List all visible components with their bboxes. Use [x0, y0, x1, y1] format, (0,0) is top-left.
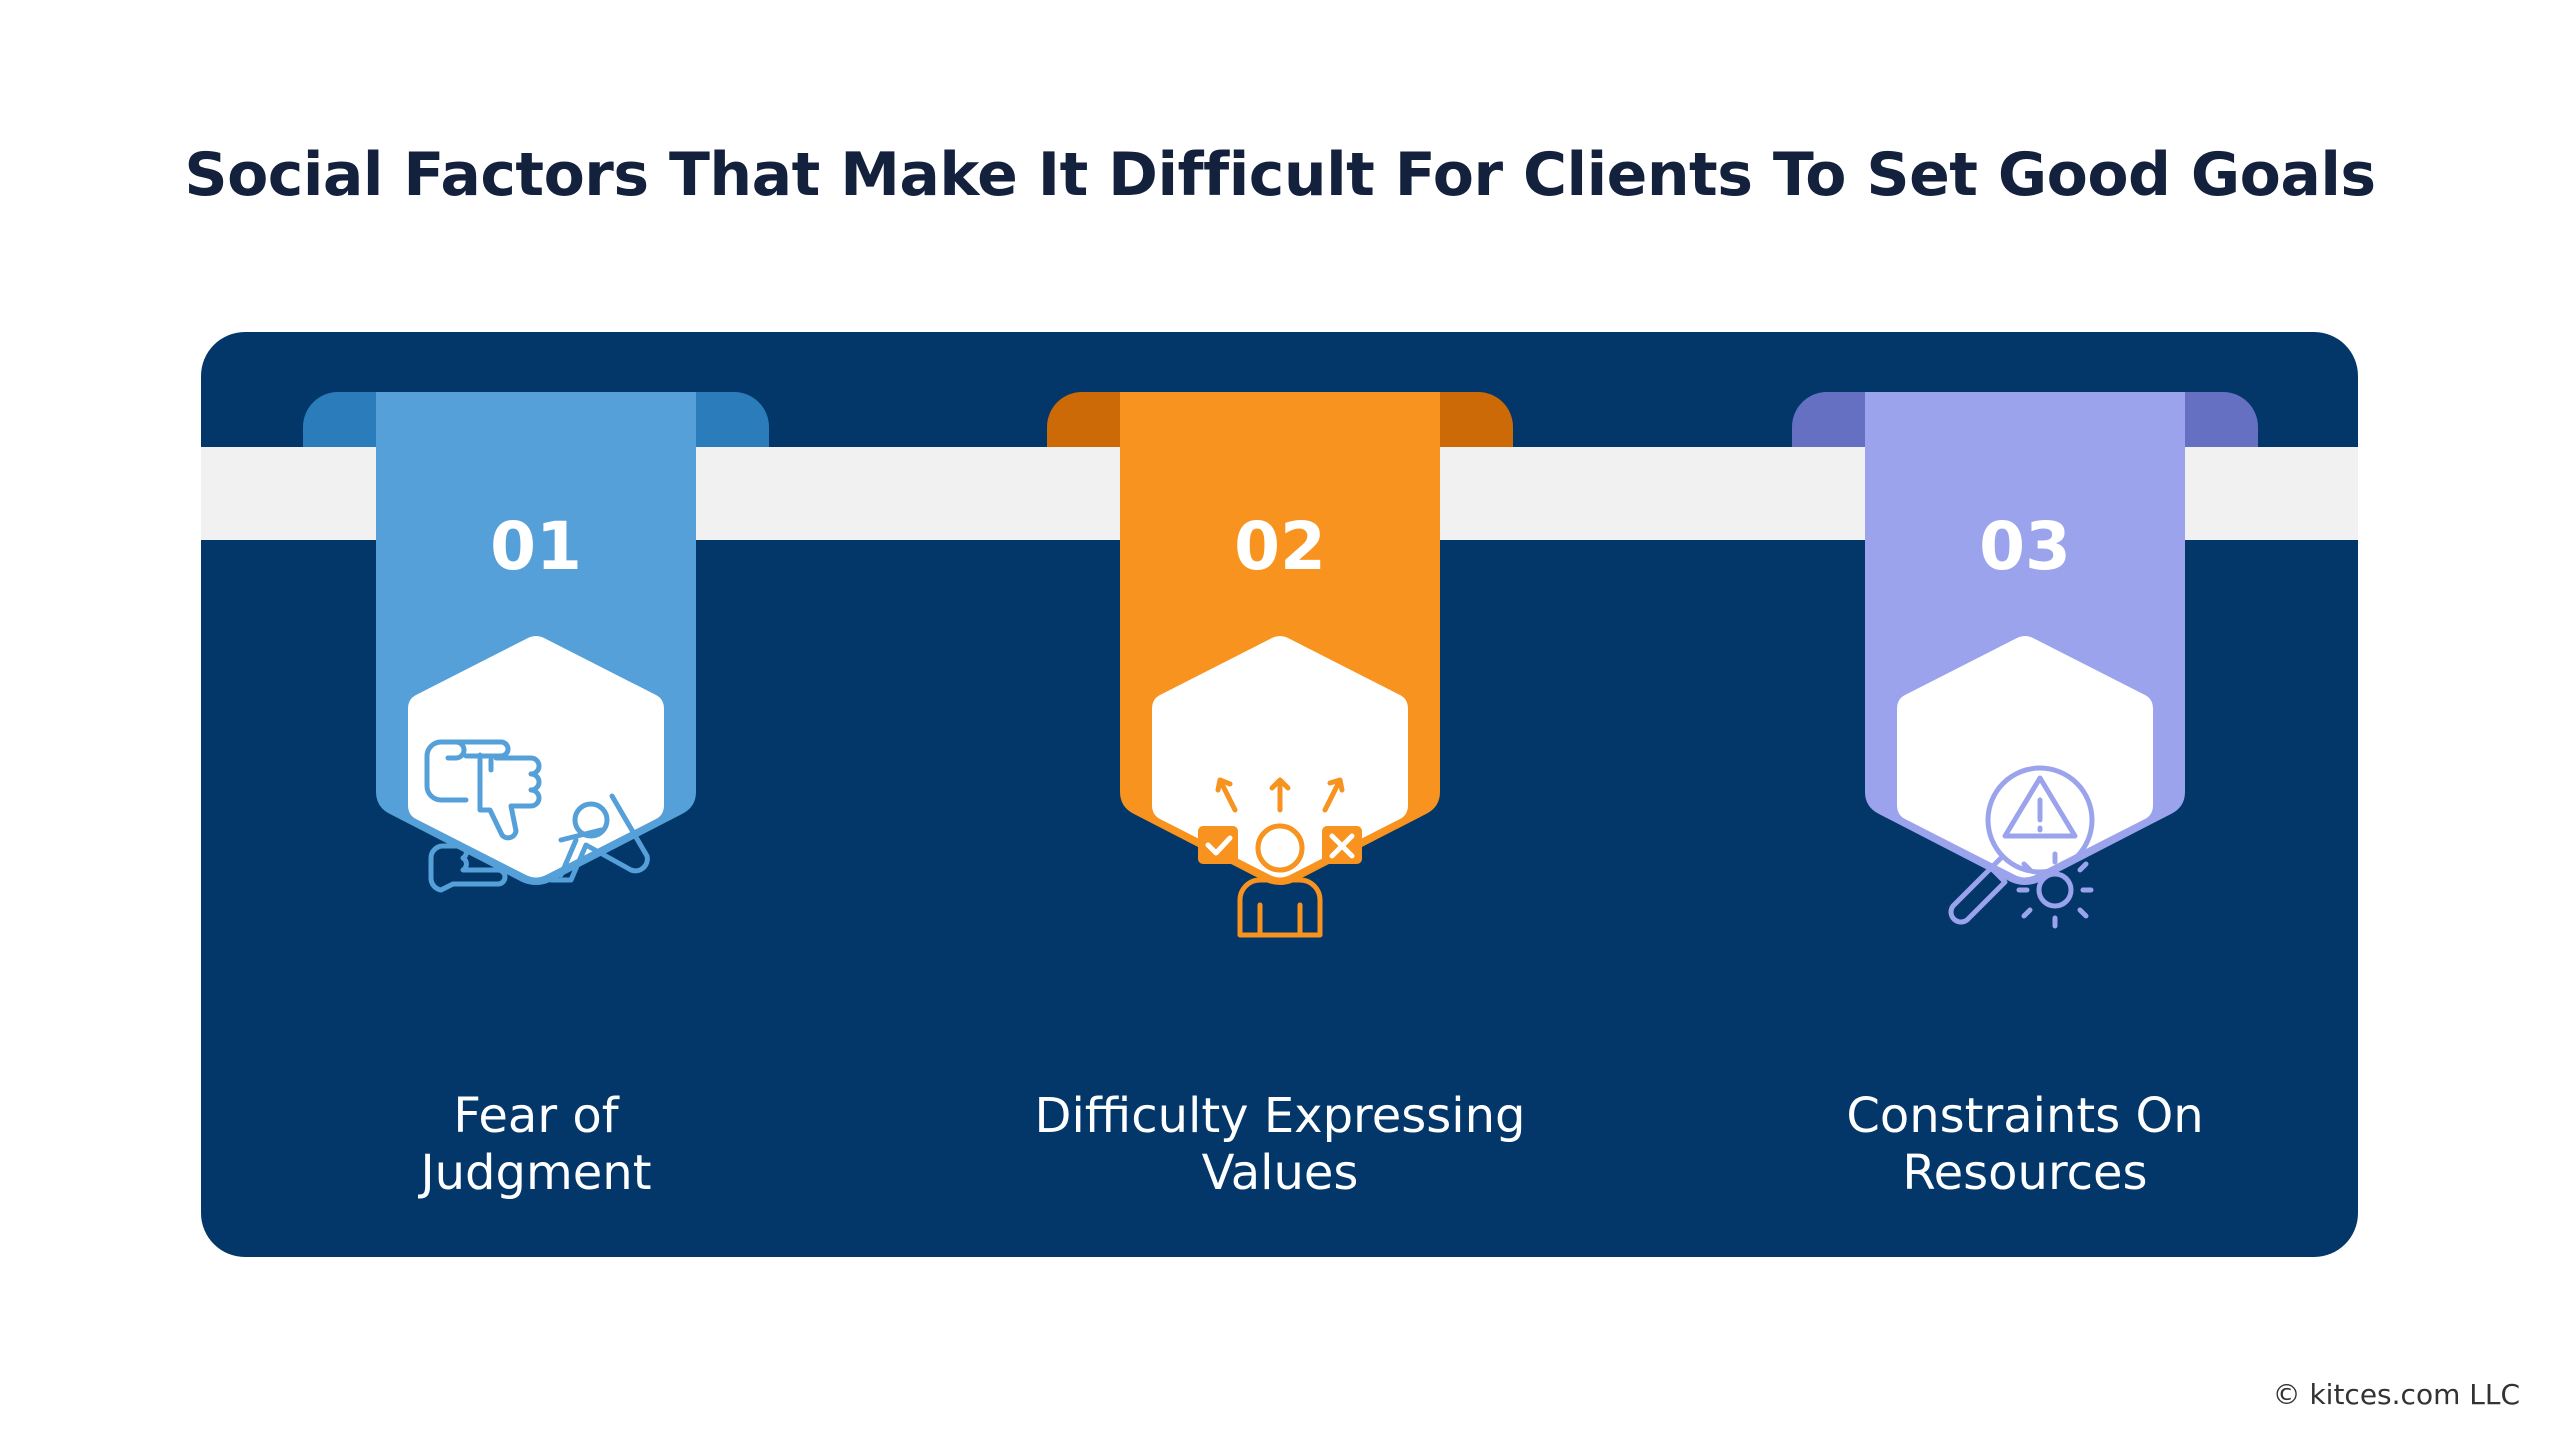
ribbon-tab-right [2183, 392, 2258, 447]
factor-number-2: 02 [1234, 508, 1326, 585]
ribbon-tab-right [694, 392, 769, 447]
factor-number-1: 01 [490, 508, 582, 585]
page-title: Social Factors That Make It Difficult Fo… [184, 140, 2376, 210]
ribbon-tab-left [1047, 392, 1122, 447]
ribbon-2 [1047, 392, 1513, 938]
copyright: © kitces.com LLC [2272, 1378, 2520, 1411]
ribbon-tab-left [1792, 392, 1867, 447]
warning-magnifier-gear-icon [1948, 765, 2095, 929]
ribbon-tab-left [303, 392, 378, 447]
person-choices-icon [1198, 777, 1362, 938]
judgment-hands-person-icon [424, 739, 650, 893]
hexagon-badge [1897, 636, 2153, 878]
ribbon-3 [1792, 392, 2258, 929]
ribbon-tab-right [1438, 392, 1513, 447]
hexagon-badge [1152, 636, 1408, 878]
factor-number-3: 03 [1979, 508, 2071, 585]
ribbon-1 [303, 392, 769, 893]
